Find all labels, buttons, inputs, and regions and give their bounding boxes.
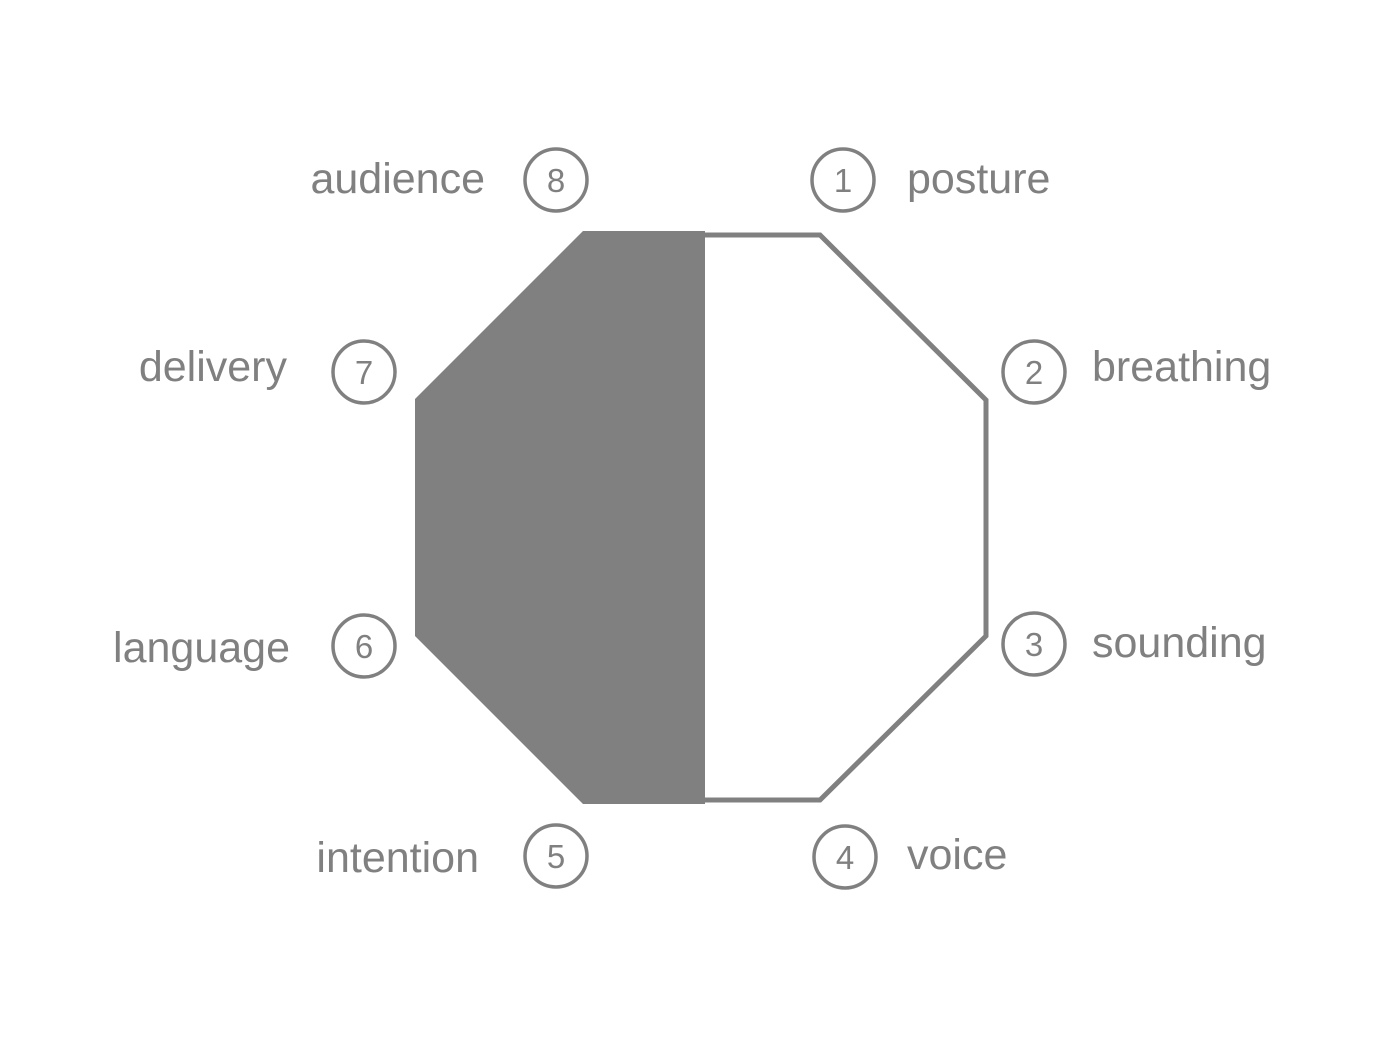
node-posture: 1 posture [810, 147, 1050, 213]
node-number: 8 [547, 162, 565, 199]
octagon-outline-half [705, 232, 989, 803]
node-breathing: 2 breathing [1001, 339, 1271, 405]
node-delivery: 7 delivery [139, 339, 397, 405]
node-sounding: 3 sounding [1001, 611, 1267, 677]
node-label: posture [907, 155, 1050, 203]
node-language: 6 language [113, 613, 397, 679]
node-audience: 8 audience [310, 147, 589, 213]
node-number: 6 [355, 628, 373, 665]
node-number-ring [1001, 339, 1067, 405]
node-label: voice [907, 831, 1007, 879]
node-number-ring [1001, 611, 1067, 677]
node-number-ring [523, 823, 589, 889]
node-number-ring [812, 824, 878, 890]
octagon-shaded-half [415, 231, 705, 804]
node-label: language [113, 624, 290, 672]
node-number-ring [331, 613, 397, 679]
node-number-ring [810, 147, 876, 213]
node-number: 2 [1025, 354, 1043, 391]
node-number: 5 [547, 838, 565, 875]
node-number: 4 [836, 839, 854, 876]
node-label: sounding [1092, 619, 1267, 667]
node-voice: 4 voice [812, 824, 1007, 890]
node-number: 1 [834, 162, 852, 199]
node-label: intention [316, 834, 479, 882]
node-number: 7 [355, 354, 373, 391]
node-label: delivery [139, 343, 288, 391]
node-number: 3 [1025, 626, 1043, 663]
node-number-ring [523, 147, 589, 213]
node-label: audience [310, 155, 485, 203]
node-number-ring [331, 339, 397, 405]
node-label: breathing [1092, 343, 1271, 391]
node-intention: 5 intention [316, 823, 589, 889]
